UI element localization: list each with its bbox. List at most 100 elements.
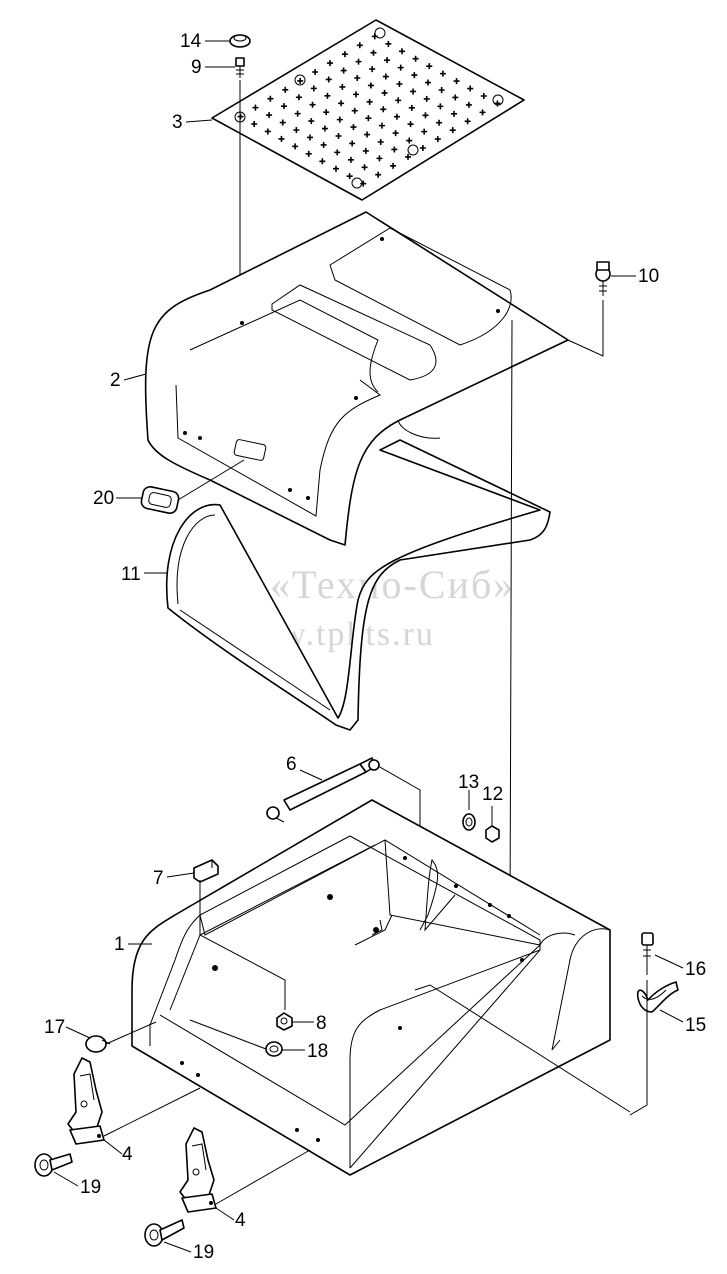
mat-perforation: [360, 180, 367, 187]
mat-perforation: [237, 113, 244, 120]
assembly-line-15: [414, 984, 631, 1113]
mat-perforation: [336, 116, 343, 123]
mat-perforation: [376, 155, 383, 162]
nut-part-12: [485, 825, 500, 843]
mat-perforation: [412, 55, 419, 62]
mat-perforation: [282, 86, 289, 93]
mat-perforation: [324, 92, 331, 99]
mat-perforation: [341, 51, 348, 58]
mat-perforation: [309, 101, 316, 108]
perforated-mat-part-3: [211, 19, 525, 201]
mat-perforation: [365, 115, 372, 122]
mat-perforation: [366, 98, 373, 105]
callout-18: 18: [307, 1041, 328, 1062]
mat-perforation: [390, 162, 397, 169]
leader-4-lower-link: [215, 1149, 311, 1205]
mat-perforation: [367, 82, 374, 89]
mat-perforation: [349, 140, 356, 147]
gas-spring-part-6: [266, 757, 380, 823]
mat-perforation: [321, 125, 328, 132]
mat-perforation: [320, 141, 327, 148]
latch-part-4-lower: [179, 1127, 217, 1213]
clamp-part-15: [636, 981, 679, 1013]
mat-perforation: [453, 78, 460, 85]
callout-10: 10: [638, 266, 659, 287]
bolt-part-16: [641, 932, 654, 975]
assembly-line-10: [567, 300, 604, 357]
callout-20: 20: [93, 488, 114, 509]
mat-perforation-pattern: [237, 33, 501, 187]
mat-perforation: [347, 156, 354, 163]
leader-20-link: [177, 459, 245, 501]
bolt-part-17: [85, 1035, 111, 1053]
mat-perforation: [335, 133, 342, 139]
mat-perforation: [353, 91, 359, 98]
callout-14: 14: [180, 31, 202, 52]
mat-perforation: [294, 110, 301, 117]
mat-perforation: [411, 72, 418, 79]
mat-perforation: [437, 103, 444, 110]
mat-perforation: [281, 103, 287, 110]
mat-perforation: [307, 134, 313, 141]
callout-4-lower: 4: [235, 1210, 246, 1231]
mat-perforation: [319, 158, 326, 165]
mat-perforation: [425, 79, 431, 86]
mat-perforation: [292, 143, 299, 150]
mat-perforation: [295, 94, 302, 101]
callout-15: 15: [685, 1015, 706, 1036]
mat-perforation: [379, 122, 385, 129]
seal-strip-part-11: [166, 439, 551, 731]
mat-perforation: [278, 135, 285, 142]
mat-perforation: [382, 73, 389, 80]
mat-perforation: [297, 77, 304, 84]
callout-9: 9: [191, 57, 202, 78]
mat-perforation: [305, 150, 312, 157]
mat-perforation: [384, 57, 391, 64]
mat-perforation: [479, 109, 486, 116]
mat-perforation: [377, 139, 384, 145]
grommet-part-14: [229, 34, 251, 48]
mat-perforation: [251, 121, 258, 127]
mat-perforation: [397, 64, 404, 71]
callout-2: 2: [110, 370, 121, 391]
leader-4-upper-link: [103, 1087, 201, 1137]
bolt-part-9: [235, 57, 245, 78]
assembly-line-2-to-1: [509, 319, 513, 921]
mat-perforation: [380, 106, 387, 113]
callout-12: 12: [482, 784, 503, 805]
mat-perforation: [449, 127, 456, 134]
callout-7: 7: [153, 868, 164, 889]
nut-part-13: [462, 813, 476, 831]
mat-perforation: [396, 81, 403, 87]
mat-perforation: [361, 164, 368, 171]
mat-perforation: [323, 109, 330, 116]
nut-part-8: [276, 1012, 293, 1031]
callouts: 14 9 3 10 2 20 11 6 13 12 7 1 16 15 17 8…: [44, 31, 706, 1263]
mat-perforation: [381, 89, 388, 96]
mat-perforation: [339, 83, 346, 90]
callout-16: 16: [685, 959, 706, 980]
callout-4-upper: 4: [122, 1144, 133, 1165]
mat-perforation: [426, 63, 433, 70]
mat-perforation: [354, 75, 361, 81]
mat-perforation: [405, 153, 411, 160]
bolt-part-10: [595, 261, 611, 296]
mat-perforation: [334, 149, 341, 156]
mat-perforation: [422, 112, 429, 119]
mat-perforation: [421, 128, 428, 135]
mat-perforation: [333, 165, 339, 172]
mat-perforation: [312, 69, 319, 75]
mat-perforation: [355, 58, 362, 65]
mat-perforation: [369, 66, 376, 73]
mat-perforation: [338, 100, 345, 107]
mat-perforation: [436, 119, 443, 126]
mat-perforation: [423, 95, 430, 102]
mat-perforation: [308, 118, 315, 125]
mat-perforation: [293, 127, 300, 133]
clip-part-7: [193, 859, 219, 883]
mat-perforation: [350, 124, 357, 131]
bolt-part-19-lower: [144, 1219, 185, 1247]
hood-cover-part-2: [144, 211, 569, 546]
mat-perforation: [467, 85, 474, 92]
